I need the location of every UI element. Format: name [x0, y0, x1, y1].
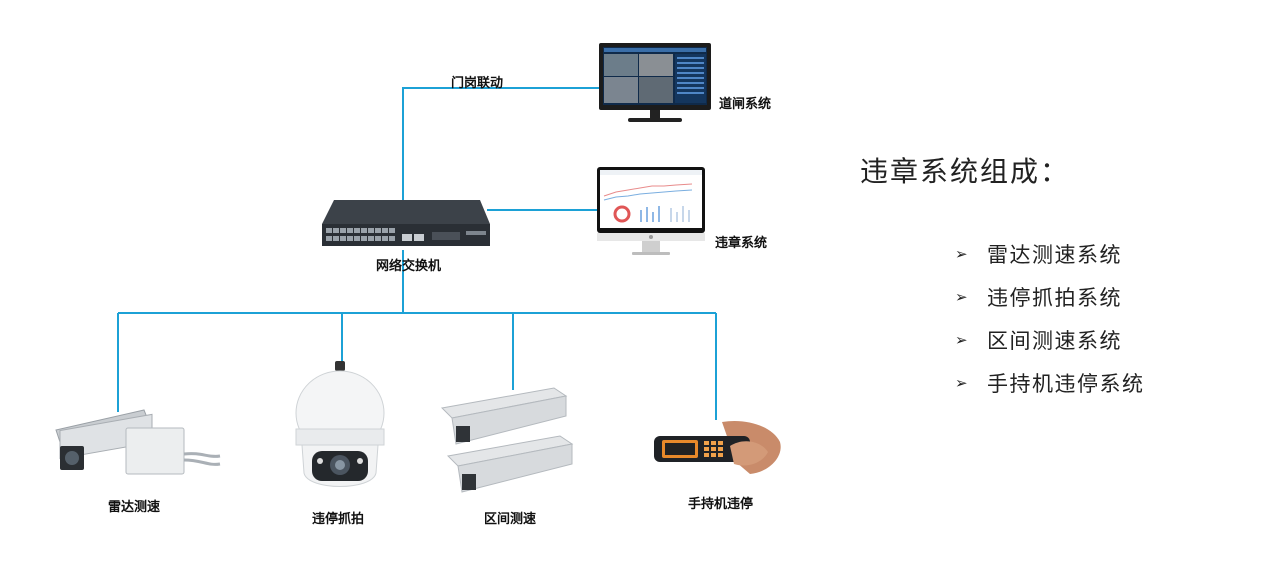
list-item: ➢ 区间测速系统	[955, 318, 1145, 361]
device-label-section: 区间测速	[484, 512, 537, 527]
violation-system-label: 违章系统	[715, 236, 768, 251]
arrow-bullet-icon: ➢	[955, 373, 970, 392]
dome-camera-icon	[295, 361, 385, 487]
list-item-label: 违停抓拍系统	[987, 285, 1122, 310]
top-link-label: 门岗联动	[451, 76, 504, 91]
box-camera-icon	[440, 387, 574, 493]
list-item: ➢ 雷达测速系统	[955, 232, 1145, 275]
network-switch-icon	[322, 200, 490, 246]
device-label-ptz: 违停抓拍	[312, 512, 365, 527]
switch-label: 网络交换机	[376, 259, 442, 274]
handheld-terminal-icon	[654, 420, 781, 474]
summary-list: ➢ 雷达测速系统 ➢ 违停抓拍系统 ➢ 区间测速系统 ➢ 手持机违停系统	[955, 232, 1145, 404]
monitor-icon	[599, 43, 711, 122]
list-item-label: 雷达测速系统	[987, 242, 1122, 267]
arrow-bullet-icon: ➢	[955, 330, 970, 349]
imac-icon	[597, 167, 705, 255]
list-item: ➢ 违停抓拍系统	[955, 275, 1145, 318]
list-item: ➢ 手持机违停系统	[955, 361, 1145, 404]
arrow-bullet-icon: ➢	[955, 244, 970, 263]
device-label-handheld: 手持机违停	[688, 497, 754, 512]
device-label-radar: 雷达测速	[108, 500, 161, 515]
summary-title: 违章系统组成：	[860, 155, 1071, 188]
list-item-label: 区间测速系统	[987, 328, 1122, 353]
radar-camera-icon	[55, 409, 221, 475]
gate-system-label: 道闸系统	[719, 97, 772, 112]
list-item-label: 手持机违停系统	[987, 371, 1145, 396]
arrow-bullet-icon: ➢	[955, 287, 970, 306]
